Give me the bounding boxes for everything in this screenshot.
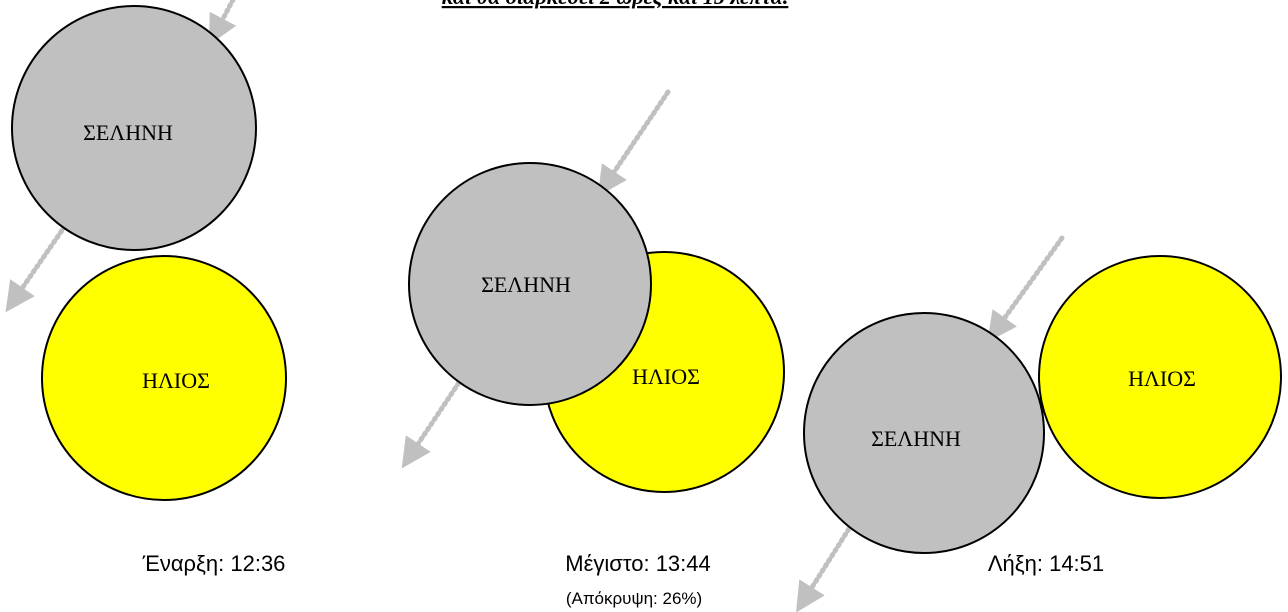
stage-start: ΗΛΙΟΣ ΣΕΛΗΝΗ Έναρξη: 12:36 bbox=[5, 0, 287, 576]
sun-label: ΗΛΙΟΣ bbox=[1128, 366, 1196, 391]
sun-label: ΗΛΙΟΣ bbox=[632, 364, 700, 389]
moon-label: ΣΕΛΗΝΗ bbox=[83, 120, 173, 145]
moon-label: ΣΕΛΗΝΗ bbox=[871, 426, 961, 451]
sun-disc bbox=[41, 255, 287, 501]
moon-path-arrow-in bbox=[987, 235, 1065, 343]
moon-disc bbox=[803, 312, 1045, 554]
moon-path-arrow-out bbox=[5, 223, 68, 313]
time-label: Λήξη: 14:51 bbox=[988, 551, 1104, 576]
time-label: Μέγιστο: 13:44 bbox=[565, 551, 711, 576]
header-text: και θα διαρκέσει 2 ώρες και 15 λεπτά. bbox=[442, 0, 789, 9]
moon-path-arrow-in bbox=[209, 0, 237, 46]
moon-path-arrow-out bbox=[401, 375, 465, 469]
moon-disc bbox=[11, 5, 257, 251]
moon-disc bbox=[408, 162, 652, 406]
moon-path-arrow-in bbox=[597, 89, 671, 197]
moon-label: ΣΕΛΗΝΗ bbox=[481, 272, 571, 297]
stage-end: ΗΛΙΟΣ ΣΕΛΗΝΗ Λήξη: 14:51 bbox=[795, 235, 1282, 612]
sun-label: ΗΛΙΟΣ bbox=[142, 368, 210, 393]
stage-maximum: ΗΛΙΟΣ ΣΕΛΗΝΗ Μέγιστο: 13:44 (Απόκρυψη: 2… bbox=[401, 89, 785, 608]
occultation-note: (Απόκρυψη: 26%) bbox=[566, 589, 702, 608]
moon-path-arrow-out bbox=[795, 521, 855, 612]
time-label: Έναρξη: 12:36 bbox=[142, 551, 286, 576]
sun-disc bbox=[1038, 255, 1282, 499]
